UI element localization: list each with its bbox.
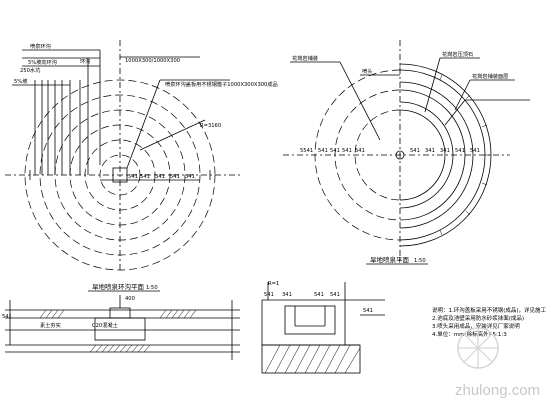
right-dim-9: 541 bbox=[455, 148, 465, 154]
left-radius-label: R=3160 bbox=[200, 123, 221, 129]
note-line-1: 说明：1.环沟盖板采用不锈钢(成品)，详见施工 bbox=[432, 306, 547, 314]
right-dim-5: 541 bbox=[355, 148, 365, 154]
right-callout-1: 花岗岩铺装 bbox=[292, 54, 318, 62]
middle-section: 541 341 541 541 R=1 541 bbox=[261, 281, 385, 374]
right-dim-4: 541 bbox=[342, 148, 352, 154]
note-line-4: 4.单位：mm(除标高外) 5:1:3 bbox=[432, 330, 507, 338]
right-dim-10: 541 bbox=[470, 148, 480, 154]
left-section-label-1: 541 bbox=[2, 314, 12, 320]
right-dim-6: 541 bbox=[410, 148, 420, 154]
left-plan-title: 旱地喷泉环沟平面 bbox=[92, 282, 145, 291]
right-callout-4: 花岗岩铺装面层 bbox=[472, 72, 508, 80]
left-callout-1: 喷泉环沟 bbox=[30, 42, 51, 50]
left-top-dim: 1000X300/1000X300 bbox=[125, 58, 180, 64]
left-leader-text: 喷泉环沟盖板用不锈钢篦子1000X300X300成品 bbox=[165, 80, 278, 88]
right-dim-2: 541 bbox=[318, 148, 328, 154]
mid-label-2: 341 bbox=[282, 292, 292, 298]
watermark-logo bbox=[457, 327, 499, 369]
left-dim-2: 541 bbox=[140, 174, 150, 180]
left-section-label-4: 素土夯实 bbox=[40, 321, 61, 329]
left-dim-1: 541 bbox=[128, 174, 138, 180]
left-callout-2: 5%坡向环沟 bbox=[28, 58, 57, 66]
right-dim-3: 541 bbox=[330, 148, 340, 154]
right-dim-7: 341 bbox=[425, 148, 435, 154]
watermark-text: zhulong.com bbox=[455, 382, 540, 399]
note-line-2: 2.池底及池壁采用防水砂浆抹面(成品) bbox=[432, 314, 524, 322]
left-dim-4: 541 bbox=[170, 174, 180, 180]
mid-label-1: 541 bbox=[264, 292, 274, 298]
left-section: 541 400 C20混凝土 素土夯实 bbox=[2, 295, 240, 360]
right-callout-3: 花岗岩压顶石 bbox=[442, 50, 473, 58]
right-dim-8: 341 bbox=[440, 148, 450, 154]
left-callout-3: 250水坑 bbox=[20, 66, 40, 74]
right-plan: 花岗岩铺装 喷头 花岗岩压顶石 花岗岩铺装面层 5541 541 541 541… bbox=[283, 40, 530, 265]
right-callout-2: 喷头 bbox=[362, 67, 372, 75]
left-dim-5: 341 bbox=[185, 174, 195, 180]
left-callout-4: 5%坡 bbox=[14, 77, 27, 85]
mid-label-3: 541 bbox=[314, 292, 324, 298]
left-dim-3: 341 bbox=[155, 174, 165, 180]
left-callout-5: 环沟 bbox=[80, 57, 90, 65]
left-section-label-2: 400 bbox=[125, 296, 135, 302]
note-line-3: 3.喷头采用成品，安装详见厂家说明 bbox=[432, 322, 520, 330]
notes-block: 说明：1.环沟盖板采用不锈钢(成品)，详见施工 2.池底及池壁采用防水砂浆抹面(… bbox=[432, 306, 547, 338]
mid-label-5: 541 bbox=[363, 308, 373, 314]
right-dim-1: 5541 bbox=[300, 148, 313, 154]
mid-callout: R=1 bbox=[268, 281, 279, 287]
left-plan-scale: 1:50 bbox=[146, 285, 158, 291]
right-plan-scale: 1:50 bbox=[414, 258, 426, 264]
left-plan: 喷泉环沟 5%坡向环沟 250水坑 5%坡 环沟 1000X300/1000X3… bbox=[5, 40, 278, 292]
mid-label-4: 541 bbox=[330, 292, 340, 298]
right-plan-title: 旱地喷泉平面 bbox=[370, 255, 410, 264]
left-section-label-3: C20混凝土 bbox=[92, 321, 118, 329]
